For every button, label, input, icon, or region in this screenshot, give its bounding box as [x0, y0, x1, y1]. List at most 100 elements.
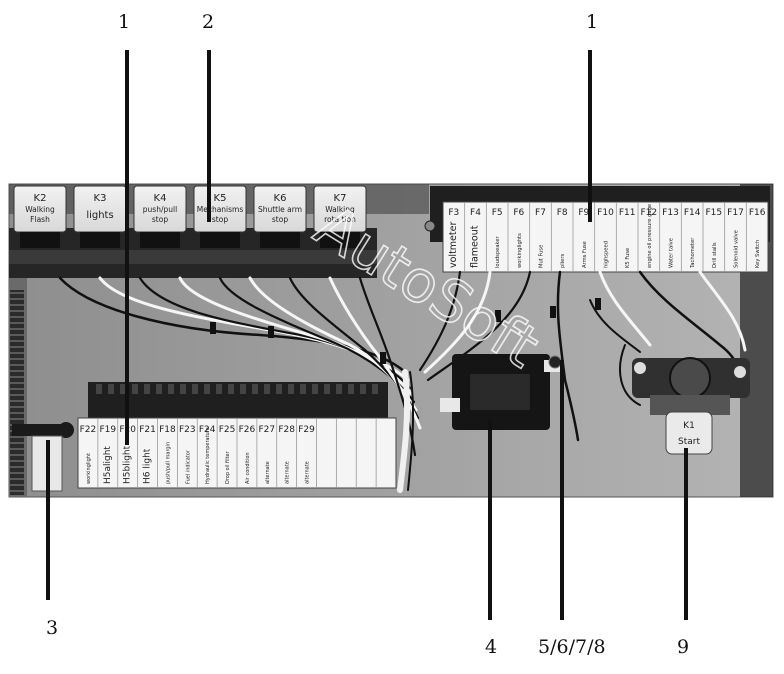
conduit-rib [10, 412, 24, 414]
fuse-slot [168, 384, 174, 394]
lower-fuse-desc: alternate [265, 461, 271, 484]
upper-fuse-desc: K5 Fuse [625, 248, 631, 268]
conduit-rib [10, 418, 24, 420]
fuse-slot [312, 384, 318, 394]
upper-fuse-id: F16 [749, 208, 766, 218]
fuse-slot [300, 384, 306, 394]
conduit-rib [10, 304, 24, 306]
fuse-slot [360, 384, 366, 394]
relay-id: K3 [94, 193, 107, 204]
fuse-slot [144, 384, 150, 394]
lower-fuse-id: F25 [219, 425, 236, 435]
conduit-rib [10, 340, 24, 342]
relay-desc-line2: stop [272, 215, 288, 224]
conduit-rib [10, 466, 24, 468]
relay-id: K4 [154, 193, 167, 204]
relay-id: K5 [214, 193, 227, 204]
conduit-rib [10, 316, 24, 318]
fuse-slot [324, 384, 330, 394]
conduit-rib [10, 394, 24, 396]
upper-fuse-desc: Solenoid valve [734, 230, 740, 268]
upper-fuse-id: F10 [597, 208, 614, 218]
lower-fuse-desc: Hydraulic temperature [205, 427, 211, 484]
fuse-slot [288, 384, 294, 394]
upper-fuse-id: F4 [470, 208, 481, 218]
upper-fuse-id: F15 [706, 208, 723, 218]
fuse-slot [120, 384, 126, 394]
relay-desc-line1: lights [86, 210, 113, 221]
callout-1-left: 1 [118, 11, 130, 33]
conduit-rib [10, 442, 24, 444]
lower-fuse-desc: alternate [305, 461, 311, 484]
flasher-unit [440, 354, 564, 430]
upper-fuse-id: F8 [557, 208, 568, 218]
conduit-rib [10, 490, 24, 492]
upper-fuse-desc: Mut Fuse [539, 245, 545, 268]
lower-fuse-id: F27 [258, 425, 275, 435]
relay-desc-line2: rota tion [324, 215, 356, 224]
lower-fuse-id: F23 [179, 425, 196, 435]
callout-2: 2 [202, 11, 214, 33]
conduit-rib [10, 352, 24, 354]
conduit-rib [10, 472, 24, 474]
master-relay: K1 Start [632, 357, 750, 455]
conduit-rib [10, 298, 24, 300]
conduit-rib [10, 346, 24, 348]
upper-fuse-id: F13 [662, 208, 679, 218]
upper-fuse-desc: engine oil pressure gage [647, 204, 653, 268]
relay-id: K2 [34, 193, 47, 204]
upper-fuse-cell: F8 pliers [550, 202, 568, 272]
conduit-rib [10, 370, 24, 372]
conduit-rib [10, 484, 24, 486]
upper-fuse-id: F3 [448, 208, 459, 218]
upper-fuse-desc: flameout [470, 225, 481, 268]
conduit-rib [10, 460, 24, 462]
lower-fuse-id: F18 [159, 425, 176, 435]
lower-fuse-id: F24 [199, 425, 216, 435]
relay-desc-line1: Shuttle arm [258, 205, 302, 214]
upper-fuse-id: F6 [513, 208, 524, 218]
fuse-slot [216, 384, 222, 394]
fuse-slot [96, 384, 102, 394]
conduit-rib [10, 406, 24, 408]
relay-desc-line1: Walking [25, 205, 55, 214]
relay-socket [80, 232, 120, 248]
relay-desc-line2: stop [212, 215, 228, 224]
relay-id: K7 [334, 193, 347, 204]
relay-socket [200, 232, 240, 248]
upper-fuse-desc: voltmeter [448, 222, 459, 268]
conduit-rib [10, 364, 24, 366]
callout-5-6-7-8: 5/6/7/8 [538, 636, 606, 658]
upper-fuse-box: F3voltmeterF4flameoutF5loudspeakerF6work… [424, 186, 770, 273]
callout-labels: 1 2 1 3 4 5/6/7/8 9 [46, 11, 689, 658]
upper-fuse-cell: F3 voltmeter [448, 208, 459, 268]
relay-block: K2WalkingFlashK3lightsK4push/pullstopK5M… [9, 185, 377, 278]
conduit-rib [10, 322, 24, 324]
lower-fuse-id: F21 [139, 425, 156, 435]
fuse-slot [192, 384, 198, 394]
upper-fuse-desc: pliers [560, 254, 566, 268]
callout-lines [46, 50, 688, 620]
lower-fuse-cell: F27 alternate [258, 425, 275, 484]
fuse-slot [108, 384, 114, 394]
lower-fuse-desc: alternate [285, 461, 291, 484]
fuse-slot [252, 384, 258, 394]
fuse-slot [132, 384, 138, 394]
